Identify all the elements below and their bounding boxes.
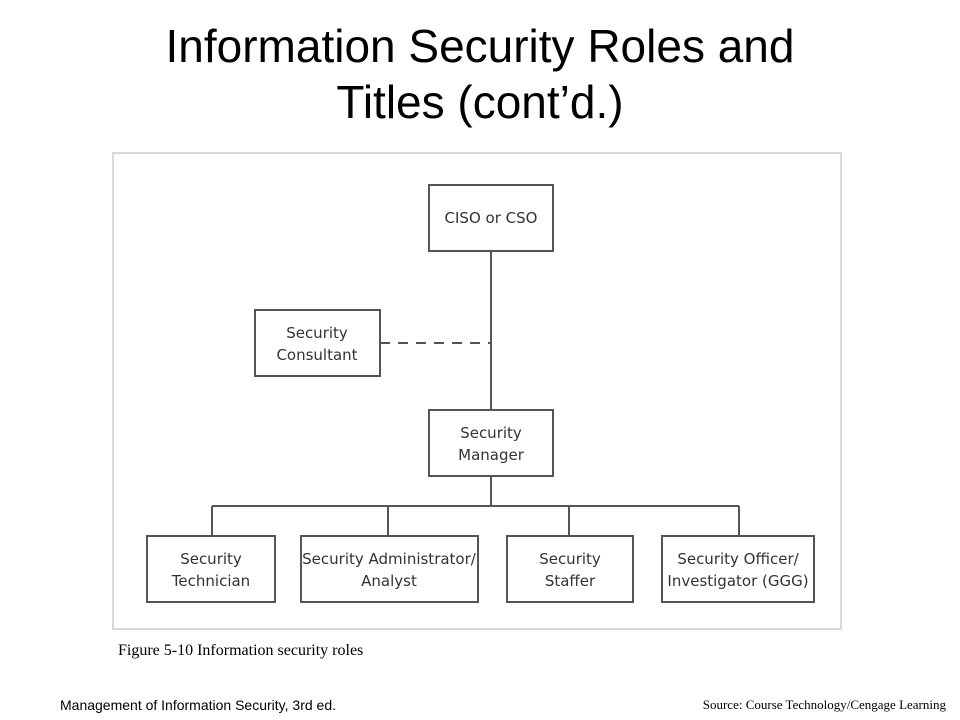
node-security-administrator-label-line-1: Security Administrator/	[302, 550, 477, 568]
figure-caption: Figure 5-10 Information security roles	[118, 642, 364, 659]
node-security-manager: Security Manager	[428, 409, 554, 477]
node-ciso-label: CISO or CSO	[445, 209, 538, 227]
slide-title-line-2: Titles (cont’d.)	[336, 76, 624, 128]
node-security-staffer-label-line-2: Staffer	[545, 572, 596, 590]
node-security-officer: Security Officer/ Investigator (GGG)	[661, 535, 815, 603]
node-security-officer-label-line-2: Investigator (GGG)	[667, 572, 808, 590]
node-security-consultant-label-line-2: Consultant	[276, 346, 357, 364]
node-security-technician: Security Technician	[146, 535, 276, 603]
node-security-officer-label-line-1: Security Officer/	[677, 550, 799, 568]
node-security-consultant-label-line-1: Security	[286, 324, 348, 342]
node-security-administrator: Security Administrator/ Analyst	[300, 535, 479, 603]
node-security-staffer-label-line-1: Security	[539, 550, 601, 568]
node-security-manager-label-line-2: Manager	[458, 446, 525, 464]
node-security-staffer: Security Staffer	[506, 535, 634, 603]
node-ciso: CISO or CSO	[428, 184, 554, 252]
node-security-technician-label-line-2: Technician	[171, 572, 250, 590]
node-security-administrator-label-line-2: Analyst	[361, 572, 417, 590]
node-security-manager-label-line-1: Security	[460, 424, 522, 442]
slide-title-line-1: Information Security Roles and	[165, 20, 795, 72]
node-security-consultant: Security Consultant	[254, 309, 381, 377]
footer-book-title: Management of Information Security, 3rd …	[60, 697, 336, 713]
footer-source: Source: Course Technology/Cengage Learni…	[702, 697, 946, 712]
node-security-technician-label-line-1: Security	[180, 550, 242, 568]
org-chart-figure: CISO or CSO Security Consultant Security…	[112, 152, 842, 630]
slide-title: Information Security Roles and Titles (c…	[0, 18, 960, 130]
org-chart-diagram: CISO or CSO Security Consultant Security…	[146, 184, 815, 603]
